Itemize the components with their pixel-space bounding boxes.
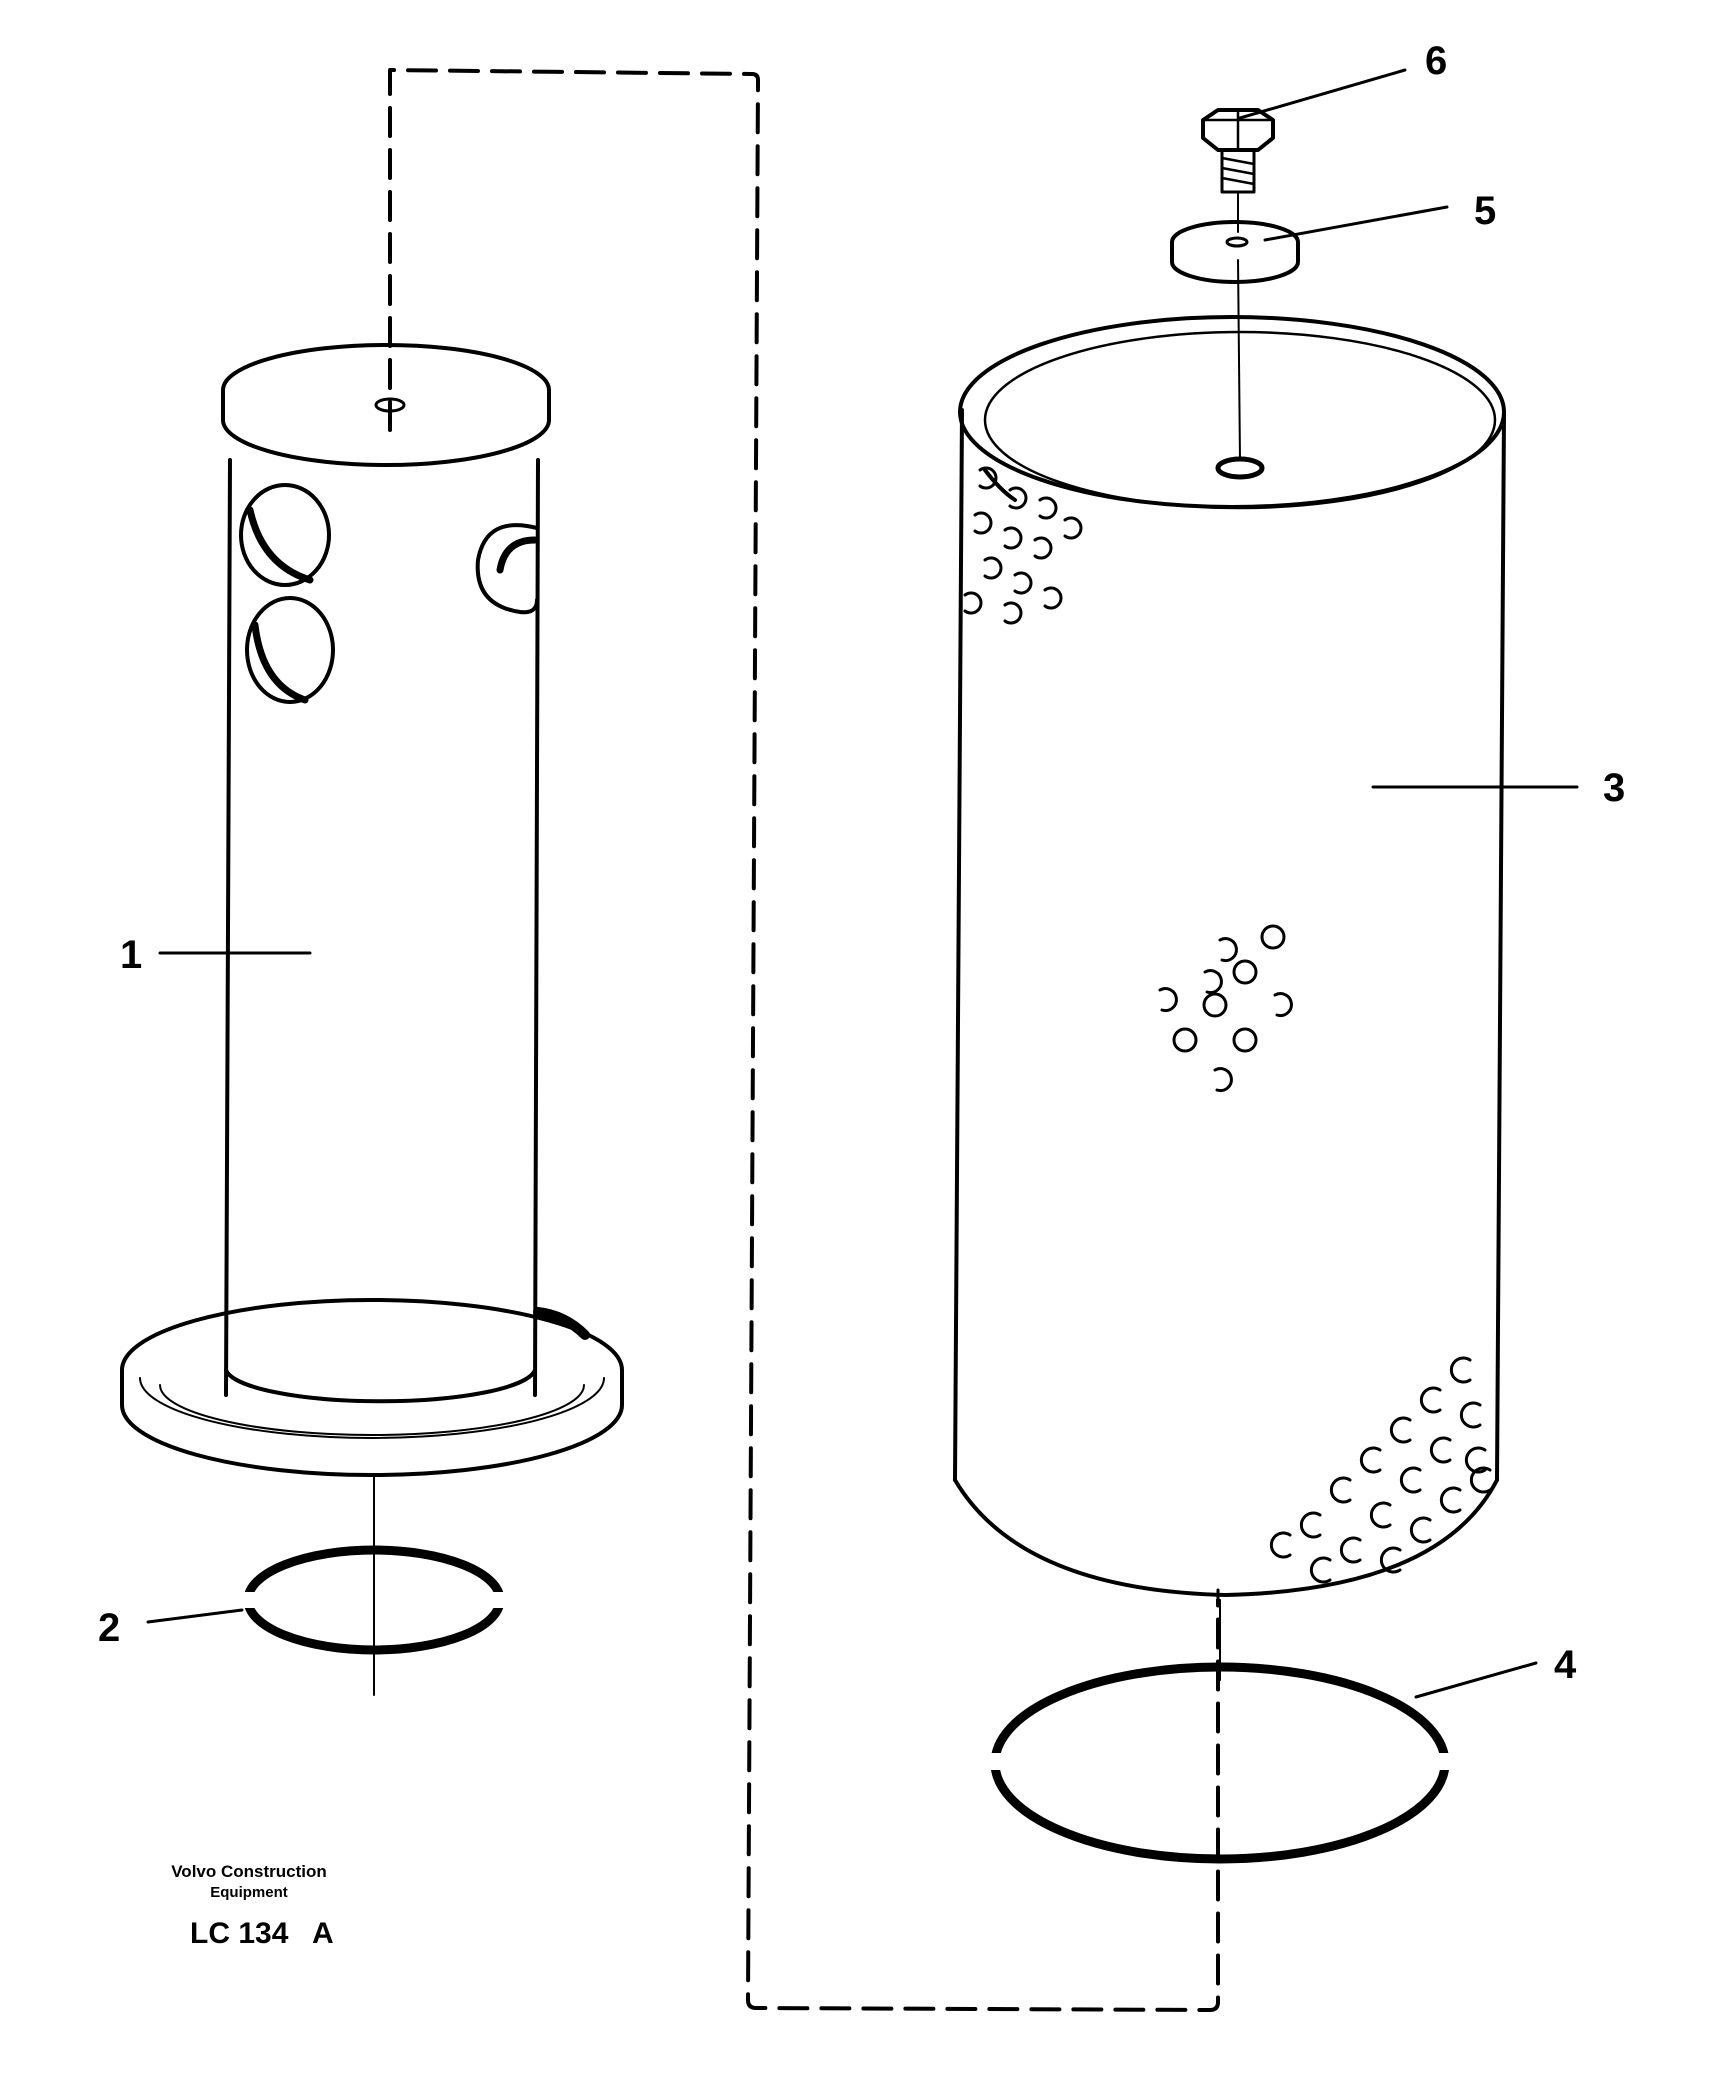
credit-manufacturer: Volvo Construction <box>171 1862 327 1881</box>
callout-3: 3 <box>1603 766 1625 810</box>
leader-line-6 <box>1238 68 1407 120</box>
part-2-o-ring-small <box>241 1545 507 1655</box>
callout-5: 5 <box>1474 189 1496 233</box>
leader-line-5 <box>1263 205 1449 242</box>
leader-line-2 <box>146 1608 244 1624</box>
callout-2: 2 <box>98 1606 120 1650</box>
part-1-inner-tube <box>120 343 624 1696</box>
callout-4: 4 <box>1554 1643 1577 1687</box>
callout-1: 1 <box>120 933 142 977</box>
credit-revision: A <box>312 1917 334 1950</box>
part-5-washer <box>1170 220 1300 284</box>
credit-division: Equipment <box>210 1884 288 1901</box>
part-6-bolt <box>1201 108 1275 233</box>
part-3-filter-cartridge <box>953 259 1506 1681</box>
assembly-path-dashed <box>388 68 1220 2012</box>
part-4-o-ring-large <box>989 1662 1451 1864</box>
callout-6: 6 <box>1425 39 1447 83</box>
leader-line-4 <box>1414 1661 1538 1699</box>
credit-code: LC 134 <box>190 1917 289 1950</box>
